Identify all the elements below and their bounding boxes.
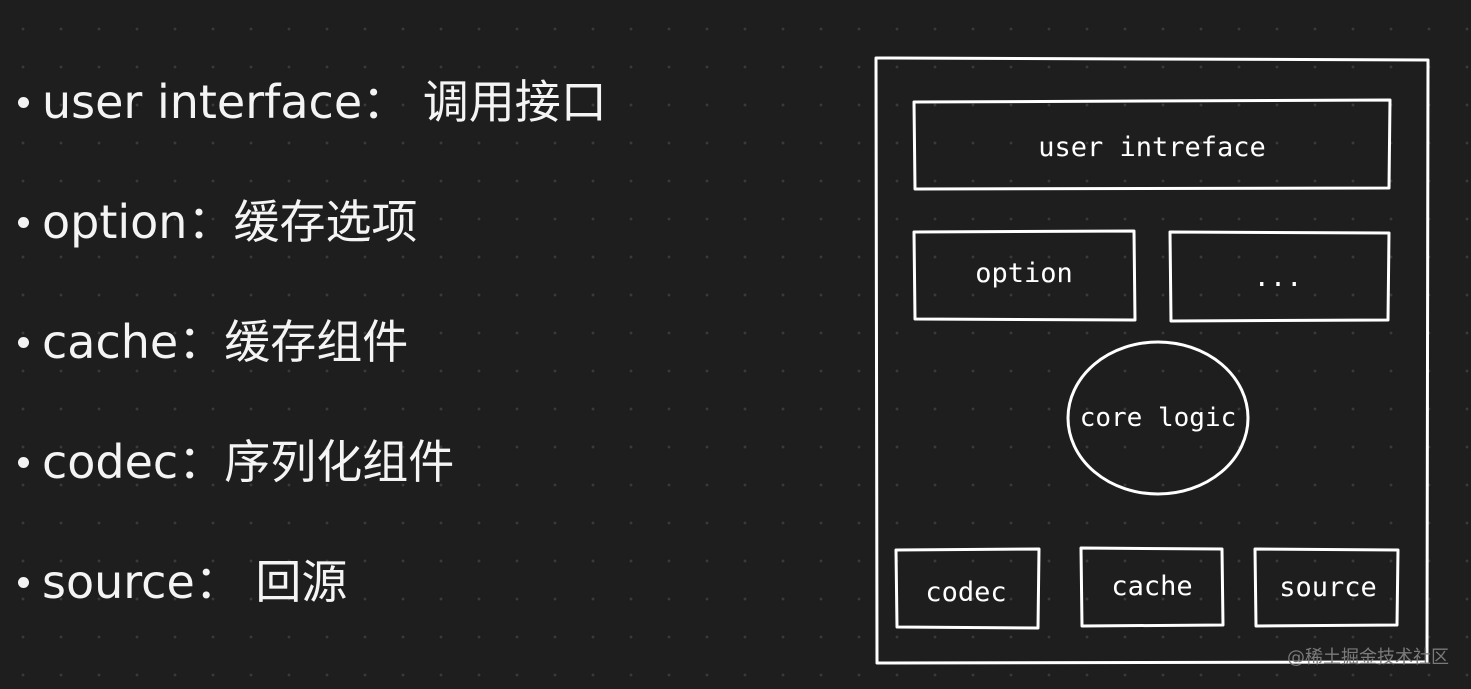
user-interface-box	[912, 98, 1392, 191]
bullet-term: source	[42, 555, 195, 609]
bullet-term: user interface	[42, 75, 363, 129]
bullet-term: codec	[42, 435, 179, 489]
bullet-dot	[18, 96, 29, 108]
source-label: source	[1279, 572, 1377, 603]
bullet-item-option: option：缓存选项	[14, 182, 417, 262]
bullet-item-cache: cache：缓存组件	[14, 302, 408, 382]
option-label: option	[975, 258, 1073, 289]
codec-label: codec	[925, 577, 1006, 608]
user-interface-label: user intreface	[1038, 132, 1266, 163]
bullet-separator: ：	[194, 555, 241, 609]
cache-label: cache	[1111, 571, 1192, 602]
bullet-separator: ：	[178, 315, 225, 369]
bullet-separator: ：	[178, 435, 225, 489]
bullet-dot	[18, 576, 29, 588]
bullet-item-user-interface: user interface： 调用接口	[14, 62, 607, 142]
option-box	[912, 229, 1137, 322]
bullet-item-codec: codec：序列化组件	[14, 422, 454, 502]
bullet-description: 回源	[240, 555, 348, 609]
bullet-term: cache	[42, 315, 179, 369]
bullet-term: option	[42, 195, 188, 249]
bullet-dot	[18, 336, 29, 348]
bullet-dot	[18, 456, 29, 468]
cache-box	[1079, 546, 1225, 628]
core-logic-circle	[1066, 340, 1250, 496]
bullet-dot	[18, 216, 29, 228]
bullet-description: 序列化组件	[224, 435, 455, 489]
codec-box	[894, 547, 1041, 630]
bullet-separator: ：	[187, 195, 234, 249]
bullet-separator: ：	[362, 75, 409, 129]
source-box	[1253, 547, 1400, 628]
more-box	[1168, 230, 1391, 323]
bullet-description: 缓存选项	[233, 195, 418, 249]
bullet-item-source: source： 回源	[14, 542, 347, 622]
watermark: @稀土掘金技术社区	[1287, 647, 1449, 668]
more-label: ...	[1254, 262, 1303, 293]
bullet-description: 调用接口	[408, 75, 607, 129]
diagram-canvas: user intreface option ... core logic cod…	[874, 56, 1430, 665]
architecture-diagram: user intreface option ... core logic cod…	[862, 50, 1442, 675]
core-logic-label: core logic	[1080, 403, 1237, 433]
outer-frame	[874, 56, 1430, 665]
bullet-description: 缓存组件	[224, 315, 409, 369]
